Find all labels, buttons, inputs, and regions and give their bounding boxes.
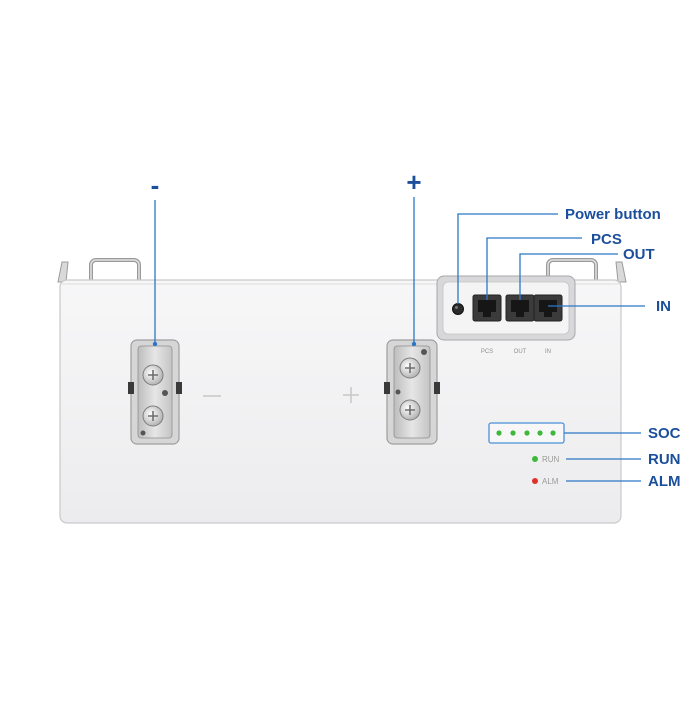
power-button[interactable] (452, 303, 464, 315)
callout-run: RUN (648, 451, 681, 468)
left-mounting-bracket (57, 261, 69, 283)
in-port[interactable] (533, 294, 563, 322)
in-port-label: IN (545, 349, 551, 355)
run-led (532, 456, 538, 462)
run-led-label: RUN (542, 455, 560, 464)
soc-indicator (488, 422, 565, 444)
negative-sign-label: - (151, 170, 160, 200)
battery-housing (59, 279, 622, 524)
callout-soc: SOC (648, 425, 681, 442)
soc-led (524, 430, 530, 436)
soc-led (496, 430, 502, 436)
callout-power-button: Power button (565, 206, 661, 223)
out-port-label: OUT (514, 349, 527, 355)
pcs-port-label: PCS (481, 349, 493, 355)
right-mounting-bracket (615, 261, 627, 283)
positive-terminal[interactable] (384, 339, 440, 445)
soc-led (537, 430, 543, 436)
callout-out: OUT (623, 246, 655, 263)
plus-marking (343, 387, 359, 403)
callout-alm: ALM (648, 473, 681, 490)
positive-sign-label: + (406, 167, 421, 197)
callout-pcs: PCS (591, 231, 622, 248)
soc-led (550, 430, 556, 436)
soc-led (510, 430, 516, 436)
alm-led (532, 478, 538, 484)
alm-led-label: ALM (542, 477, 559, 486)
negative-terminal[interactable] (128, 339, 182, 445)
leader-lines (152, 197, 645, 482)
callout-in: IN (656, 298, 671, 315)
